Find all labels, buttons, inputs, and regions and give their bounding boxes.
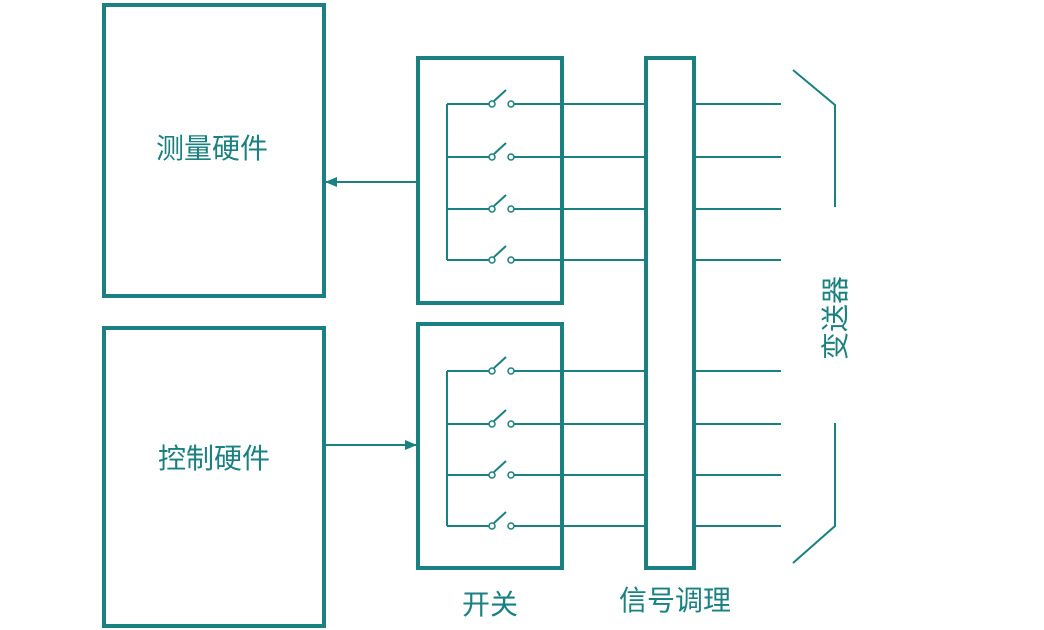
upper-switch-2-contact-right	[507, 153, 515, 161]
upper-switch-2-blade	[493, 142, 507, 155]
lower-switch-box	[416, 322, 564, 570]
measurement-hardware-label: 测量硬件	[156, 132, 268, 165]
lower-switch-group	[446, 356, 646, 530]
lower-switch-2-contact-right	[507, 420, 515, 428]
transmitter-output-lines	[696, 103, 781, 527]
lower-switch-4-blade	[493, 511, 507, 524]
control-hardware-block: 控制硬件	[102, 326, 326, 628]
transmitter-bracket-bottom	[792, 423, 836, 564]
lower-switch-1-contact-right	[507, 367, 515, 375]
lower-switch-1-contact-left	[488, 367, 496, 375]
lower-switch-2-blade	[493, 409, 507, 422]
lower-switch-3-contact-right	[507, 471, 515, 479]
switch-label: 开关	[462, 588, 518, 621]
lower-switch-4-contact-right	[507, 522, 515, 530]
signal-conditioning-bar	[644, 56, 696, 570]
control-hardware-box	[102, 326, 326, 628]
measurement-hardware-block: 测量硬件	[102, 3, 326, 298]
lower-switch-1-blade	[493, 356, 507, 369]
control-hardware-label: 控制硬件	[158, 442, 270, 475]
upper-switch-4-blade	[493, 245, 507, 258]
transmitter-bracket-top	[792, 69, 836, 207]
lower-switch-3-contact-left	[488, 471, 496, 479]
measurement-hardware-box	[102, 3, 326, 298]
lower-switch-4-contact-left	[488, 522, 496, 530]
upper-switch-1-blade	[493, 89, 507, 102]
upper-switch-1-contact-left	[488, 100, 496, 108]
upper-switch-4-contact-right	[507, 256, 515, 264]
upper-switch-3-contact-left	[488, 205, 496, 213]
upper-switch-box	[416, 56, 564, 305]
upper-switch-4-contact-left	[488, 256, 496, 264]
signal-conditioning-label: 信号调理	[619, 584, 731, 617]
upper-switch-3-blade	[493, 194, 507, 207]
lower-switch-3-blade	[493, 460, 507, 473]
lower-switch-2-contact-left	[488, 420, 496, 428]
upper-switch-3-contact-right	[507, 205, 515, 213]
upper-switch-1-contact-right	[507, 100, 515, 108]
upper-switch-2-contact-left	[488, 153, 496, 161]
upper-switch-group	[446, 89, 646, 264]
transmitter-label: 变送器	[819, 276, 852, 360]
